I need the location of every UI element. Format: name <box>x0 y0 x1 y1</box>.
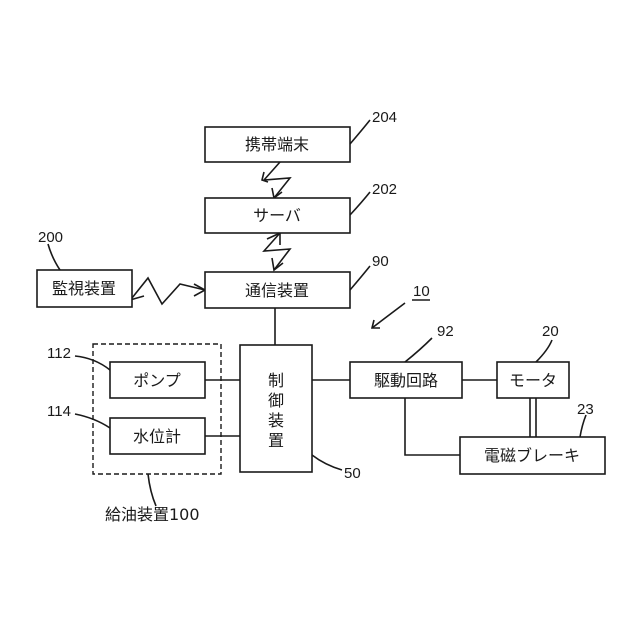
ref-50-leader <box>312 455 342 470</box>
server-label: サーバ <box>253 206 301 225</box>
ref-50: 50 <box>344 465 361 482</box>
ref-112: 112 <box>47 345 71 362</box>
monitor-device-label: 監視装置 <box>52 279 116 298</box>
ref-204: 204 <box>372 109 397 126</box>
ref-20: 20 <box>542 323 559 340</box>
ref-90: 90 <box>372 253 389 270</box>
controller-label-4: 置 <box>268 431 284 450</box>
ref-20-leader <box>536 340 552 362</box>
controller-label-2: 御 <box>268 391 284 410</box>
ref-202-leader <box>350 192 370 215</box>
motor-label: モータ <box>509 371 557 390</box>
ref-90-leader <box>350 266 370 290</box>
ref-92: 92 <box>437 323 454 340</box>
ref-202: 202 <box>372 181 397 198</box>
ref-23-leader <box>580 415 586 437</box>
fuel-supply-leader <box>148 474 156 506</box>
wireless-link-icon <box>264 162 290 198</box>
ref-114: 114 <box>47 403 71 420</box>
wireless-arrow-icon <box>194 284 205 296</box>
ref-204-leader <box>350 120 370 144</box>
wireless-link-icon <box>132 278 205 304</box>
brake-label: 電磁ブレーキ <box>484 446 580 465</box>
ref-200-leader <box>48 244 60 270</box>
mobile-terminal-label: 携帯端末 <box>245 135 309 154</box>
drive-brake-line <box>405 398 460 455</box>
ref-92-leader <box>405 338 432 362</box>
controller-label-1: 制 <box>268 371 284 390</box>
controller-label-3: 装 <box>268 411 284 430</box>
ref-23: 23 <box>577 401 594 418</box>
fuel-supply-label: 給油装置100 <box>105 505 200 524</box>
ref-10: 10 <box>413 283 430 300</box>
water-level-label: 水位計 <box>133 427 181 446</box>
ref-200: 200 <box>38 229 63 246</box>
pump-label: ポンプ <box>133 371 181 390</box>
ref-10-arrow-icon <box>372 303 405 328</box>
drive-circuit-label: 駆動回路 <box>374 371 438 390</box>
comm-device-label: 通信装置 <box>245 281 309 300</box>
